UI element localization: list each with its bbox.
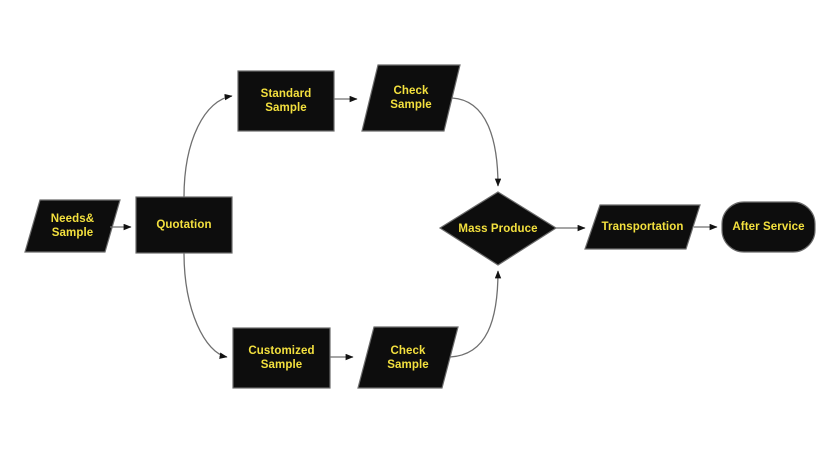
shape-mass-produce[interactable] [438, 191, 558, 266]
shape-after-service[interactable] [721, 201, 816, 253]
shape-customized-sample[interactable] [232, 327, 331, 389]
shape-quotation[interactable] [135, 196, 233, 254]
shape-transportation[interactable] [584, 204, 701, 250]
shape-standard-sample[interactable] [237, 70, 335, 132]
shape-needs-sample[interactable] [24, 199, 121, 253]
shape-check-sample-bottom[interactable] [357, 326, 459, 389]
shape-check-sample-top[interactable] [361, 64, 461, 132]
connector-check-sample-top-to-mass-produce [451, 97, 502, 187]
connector-quotation-to-customized-sample [183, 252, 228, 359]
connector-quotation-to-standard-sample [183, 93, 233, 198]
connector-check-sample-bottom-to-mass-produce [449, 270, 502, 358]
